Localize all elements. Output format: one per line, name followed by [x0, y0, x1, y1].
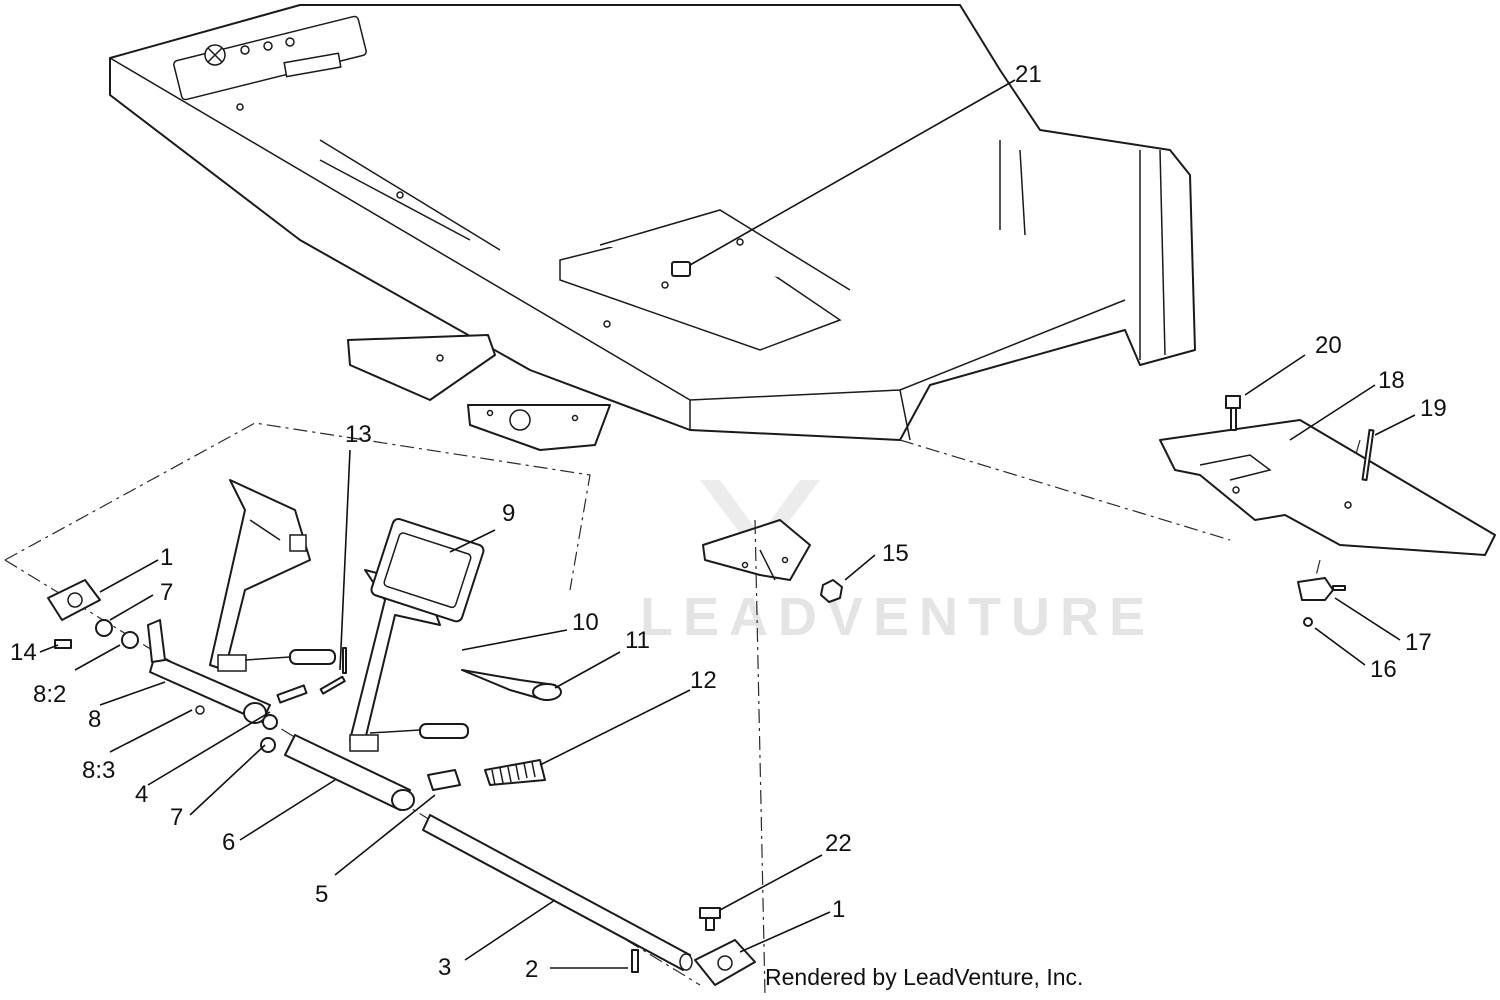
callout-7-top: 7 — [160, 579, 173, 606]
callout-11: 11 — [625, 627, 650, 654]
callout-3: 3 — [438, 954, 451, 981]
callout-4: 4 — [135, 781, 148, 808]
watermark-text: LEADVENTURE — [640, 587, 1155, 647]
callout-13: 13 — [345, 421, 372, 448]
callout-10: 10 — [572, 609, 599, 636]
callout-22: 22 — [825, 830, 852, 857]
callout-16: 16 — [1370, 656, 1397, 683]
shafts — [149, 654, 693, 971]
projection-lines — [4, 419, 1361, 996]
callout-9: 9 — [502, 500, 515, 527]
callout-20: 20 — [1315, 332, 1342, 359]
callout-8-3: 8:3 — [82, 757, 115, 784]
bracket-left — [347, 334, 496, 401]
traction-pedal — [349, 517, 485, 752]
callout-1-top: 1 — [160, 544, 173, 571]
render-credit: Rendered by LeadVenture, Inc. — [765, 964, 1084, 990]
callout-7-bottom: 7 — [170, 804, 183, 831]
leader-lines — [39, 79, 1416, 969]
frame-platform — [109, 4, 1196, 441]
callout-2: 2 — [525, 956, 538, 983]
watermark: LEADVENTURE — [640, 480, 1155, 647]
linkage-rods — [244, 649, 469, 739]
hardware — [47, 579, 843, 986]
bracket-center — [467, 404, 611, 451]
callouts: 21 20 18 19 15 17 16 13 9 1 7 14 8:2 8 8… — [10, 61, 1447, 983]
brake-pedal — [209, 479, 311, 672]
callout-6: 6 — [222, 829, 235, 856]
callout-19: 19 — [1420, 395, 1447, 422]
callout-8: 8 — [88, 706, 101, 733]
callout-5: 5 — [315, 881, 328, 908]
callout-14: 14 — [10, 639, 37, 666]
callout-18: 18 — [1378, 367, 1405, 394]
callout-8-2: 8:2 — [33, 681, 66, 708]
safety-switch — [1297, 577, 1346, 627]
callout-21: 21 — [1015, 61, 1042, 88]
callout-12: 12 — [690, 667, 717, 694]
callout-1-bottom: 1 — [832, 896, 845, 923]
switch-plate — [1159, 395, 1496, 556]
bracket-right — [702, 519, 811, 581]
callout-17: 17 — [1405, 629, 1432, 656]
callout-15: 15 — [882, 540, 909, 567]
